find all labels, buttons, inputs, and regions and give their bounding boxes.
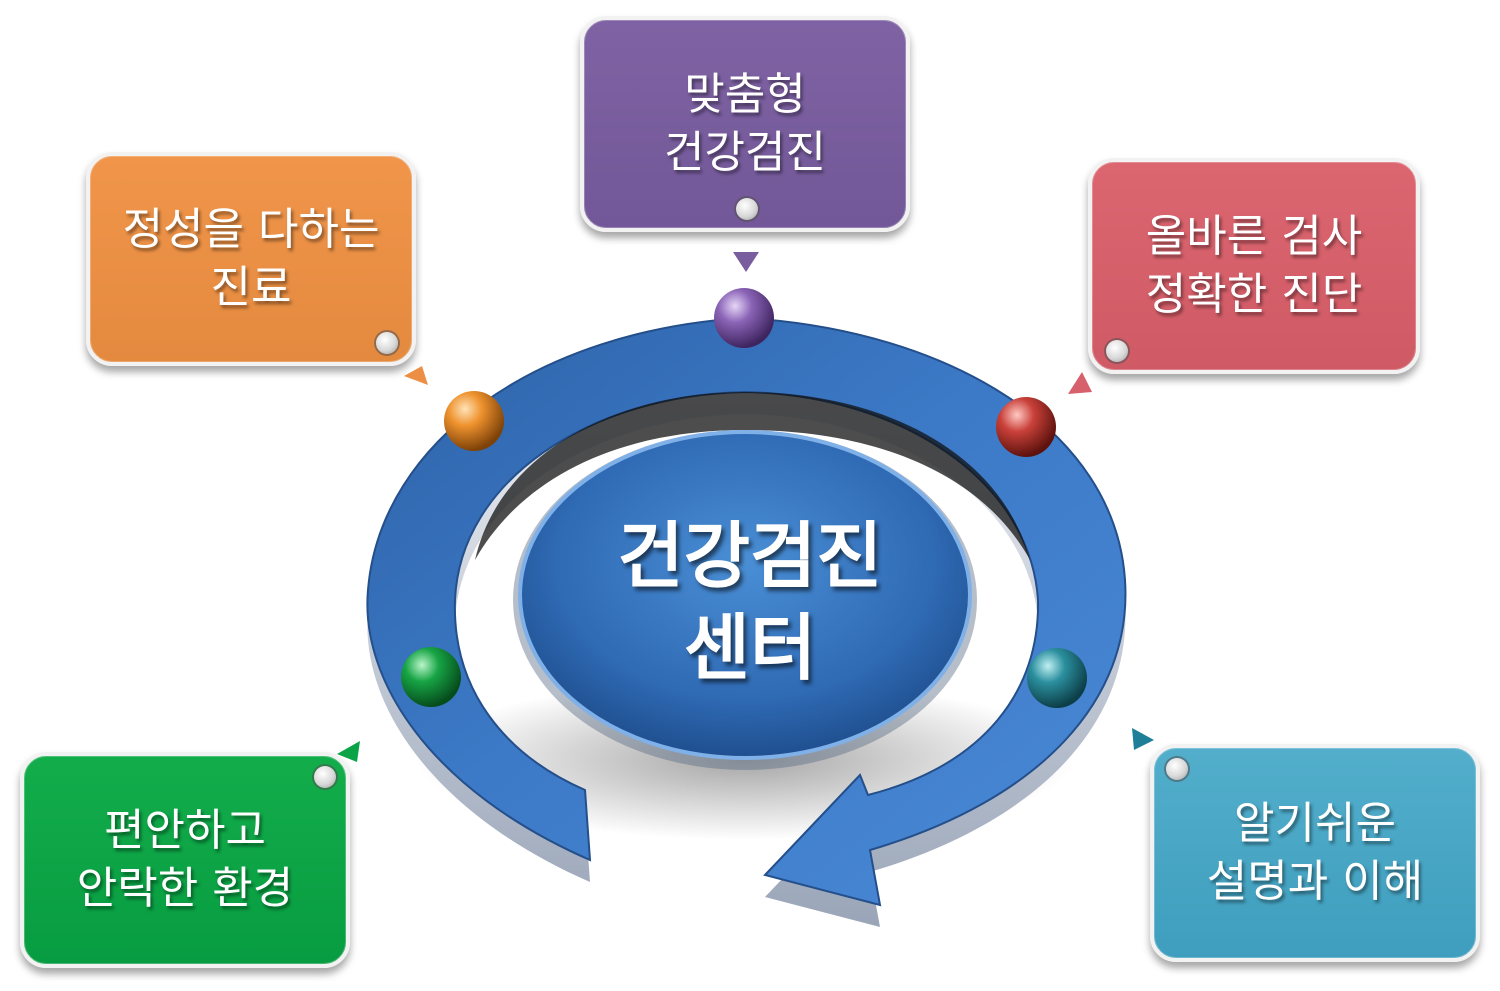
box-bl-dot — [314, 766, 336, 788]
box-left-line1: 정성을 다하는 — [122, 204, 380, 255]
box-accurate-diagnosis: 올바른 검사 정확한 진단 — [1088, 158, 1420, 374]
pointer-bottom-right — [1132, 728, 1154, 750]
pointer-right — [1068, 372, 1092, 394]
box-easy-explanation: 알기쉬운 설명과 이해 — [1150, 744, 1480, 962]
box-br-line2: 설명과 이해 — [1206, 856, 1424, 907]
box-top-line1: 맞춤형 — [684, 69, 806, 120]
box-bl-line1: 편안하고 — [104, 805, 266, 856]
pointer-bottom-left — [337, 741, 360, 762]
box-top-dot — [736, 198, 758, 220]
pointer-left — [404, 366, 428, 385]
center-line1: 건강검진 — [617, 514, 883, 598]
box-right-dot — [1106, 340, 1128, 362]
ball-red — [996, 397, 1056, 457]
center-title: 건강검진 센터 — [555, 510, 945, 694]
ball-green — [401, 647, 461, 707]
box-comfortable-environment: 편안하고 안락한 환경 — [20, 752, 350, 968]
pointer-top — [733, 252, 759, 272]
center-line2: 센터 — [683, 606, 817, 690]
box-right-line1: 올바른 검사 — [1145, 211, 1363, 262]
ball-teal — [1027, 648, 1087, 708]
ball-purple — [714, 288, 774, 348]
box-br-dot — [1166, 758, 1188, 780]
box-left-dot — [376, 332, 398, 354]
box-bl-line2: 안락한 환경 — [76, 863, 294, 914]
box-right-line2: 정확한 진단 — [1145, 269, 1363, 320]
box-left-line2: 진료 — [210, 262, 292, 313]
box-top-line2: 건강검진 — [664, 127, 826, 178]
box-br-line1: 알기쉬운 — [1234, 798, 1396, 849]
ball-orange — [444, 391, 504, 451]
box-sincere-care: 정성을 다하는 진료 — [86, 152, 416, 366]
box-custom-checkup: 맞춤형 건강검진 — [580, 16, 910, 232]
